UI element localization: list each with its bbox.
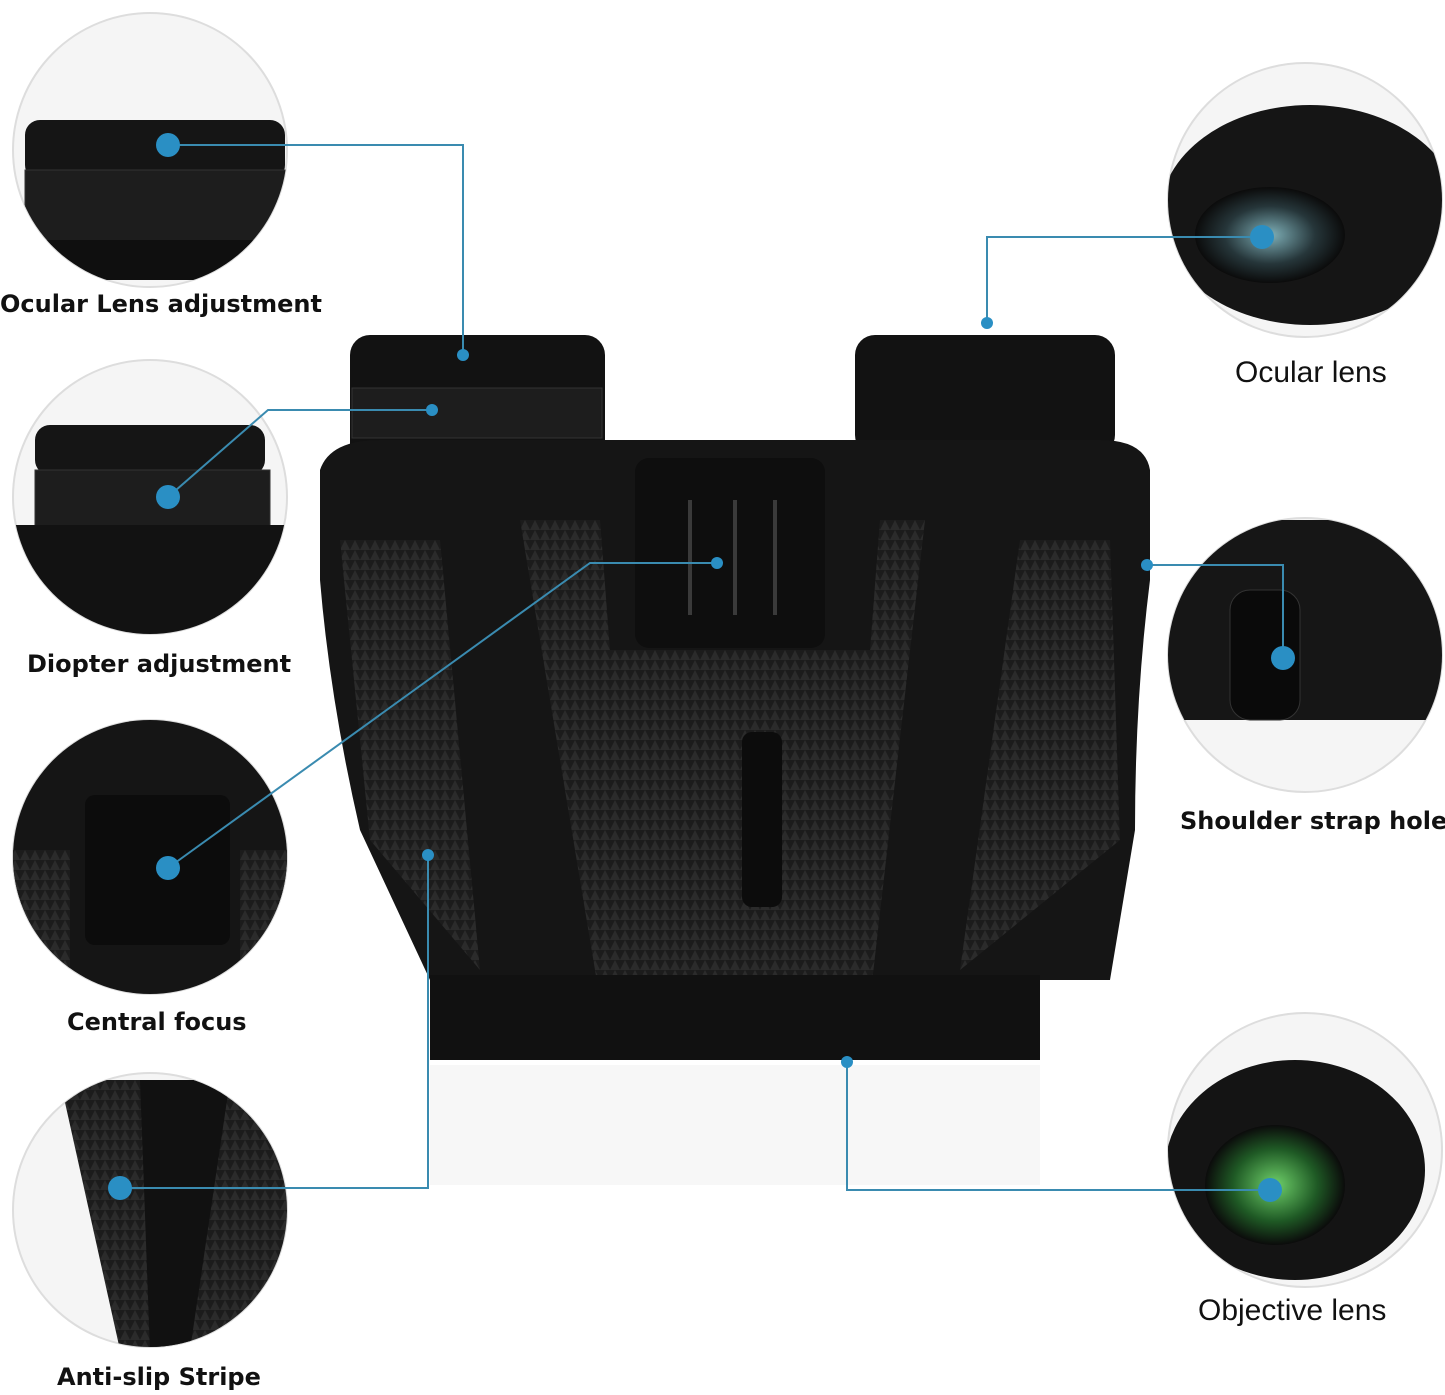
detail-circle-ocular-lens [1167, 62, 1443, 338]
label-ocular-lens: Ocular lens [1235, 356, 1387, 389]
label-objective-lens: Objective lens [1198, 1294, 1387, 1327]
label-shoulder-strap-hole: Shoulder strap hole [1180, 807, 1445, 835]
detail-circle-anti-slip [12, 1072, 288, 1348]
label-ocular-lens-adjustment: Ocular Lens adjustment [0, 290, 322, 318]
detail-circle-diopter [12, 359, 288, 635]
binocular-body [320, 335, 1150, 1185]
detail-circle-strap-hole [1167, 517, 1443, 793]
callout-lines [120, 144, 1284, 1191]
label-central-focus: Central focus [67, 1008, 247, 1036]
label-anti-slip-stripe: Anti-slip Stripe [57, 1363, 261, 1391]
label-diopter-adjustment: Diopter adjustment [27, 650, 292, 678]
callout-dots [108, 133, 1295, 1202]
detail-circle-central-focus [12, 719, 288, 995]
detail-circle-ocular-adjustment [12, 12, 288, 288]
detail-circle-objective-lens [1167, 1012, 1443, 1288]
